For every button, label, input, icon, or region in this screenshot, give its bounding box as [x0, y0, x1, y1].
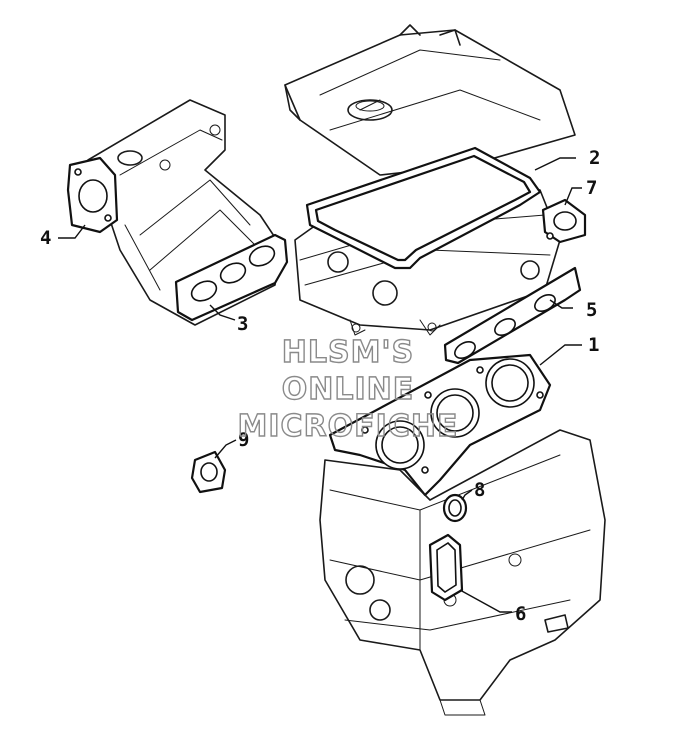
cylinder-head-gasket — [328, 353, 552, 497]
leader-6 — [459, 589, 512, 613]
callout-1: 1 — [588, 334, 599, 356]
callout-6: 6 — [515, 603, 526, 625]
thermostat-gasket — [541, 198, 587, 244]
leader-4 — [58, 224, 86, 239]
leader-3 — [209, 304, 236, 321]
engine-block — [319, 429, 606, 716]
throttle-body-gasket — [66, 156, 119, 234]
callout-4: 4 — [40, 227, 51, 249]
leader-8 — [461, 489, 473, 501]
leader-2 — [534, 157, 576, 171]
cylinder-head — [294, 174, 561, 336]
callout-7: 7 — [586, 177, 597, 199]
valve-cover-gasket — [305, 146, 542, 270]
callout-8: 8 — [474, 479, 485, 501]
leader-9 — [214, 439, 237, 459]
o-ring — [442, 493, 468, 523]
intake-manifold-gasket — [174, 233, 289, 322]
leader-5 — [549, 299, 573, 309]
water-outlet-gasket — [190, 450, 227, 494]
watermark: HLSM'S ONLINE MICROFICHE — [237, 334, 459, 444]
callout-3: 3 — [237, 313, 248, 335]
exhaust-manifold-gasket — [443, 266, 582, 365]
watermark-line-3: MICROFICHE — [238, 409, 459, 444]
callout-9: 9 — [238, 429, 249, 451]
watermark-line-1: HLSM'S — [282, 335, 414, 370]
valve-cover — [284, 24, 576, 176]
callout-5: 5 — [586, 299, 597, 321]
oil-passage-gasket — [428, 533, 464, 602]
leader-7 — [564, 187, 582, 206]
watermark-line-2: ONLINE — [282, 372, 415, 407]
callout-2: 2 — [589, 147, 600, 169]
leader-1 — [539, 344, 582, 366]
leader-lines — [58, 157, 582, 613]
callout-labels: 2 7 4 3 5 1 9 8 6 — [40, 147, 600, 625]
